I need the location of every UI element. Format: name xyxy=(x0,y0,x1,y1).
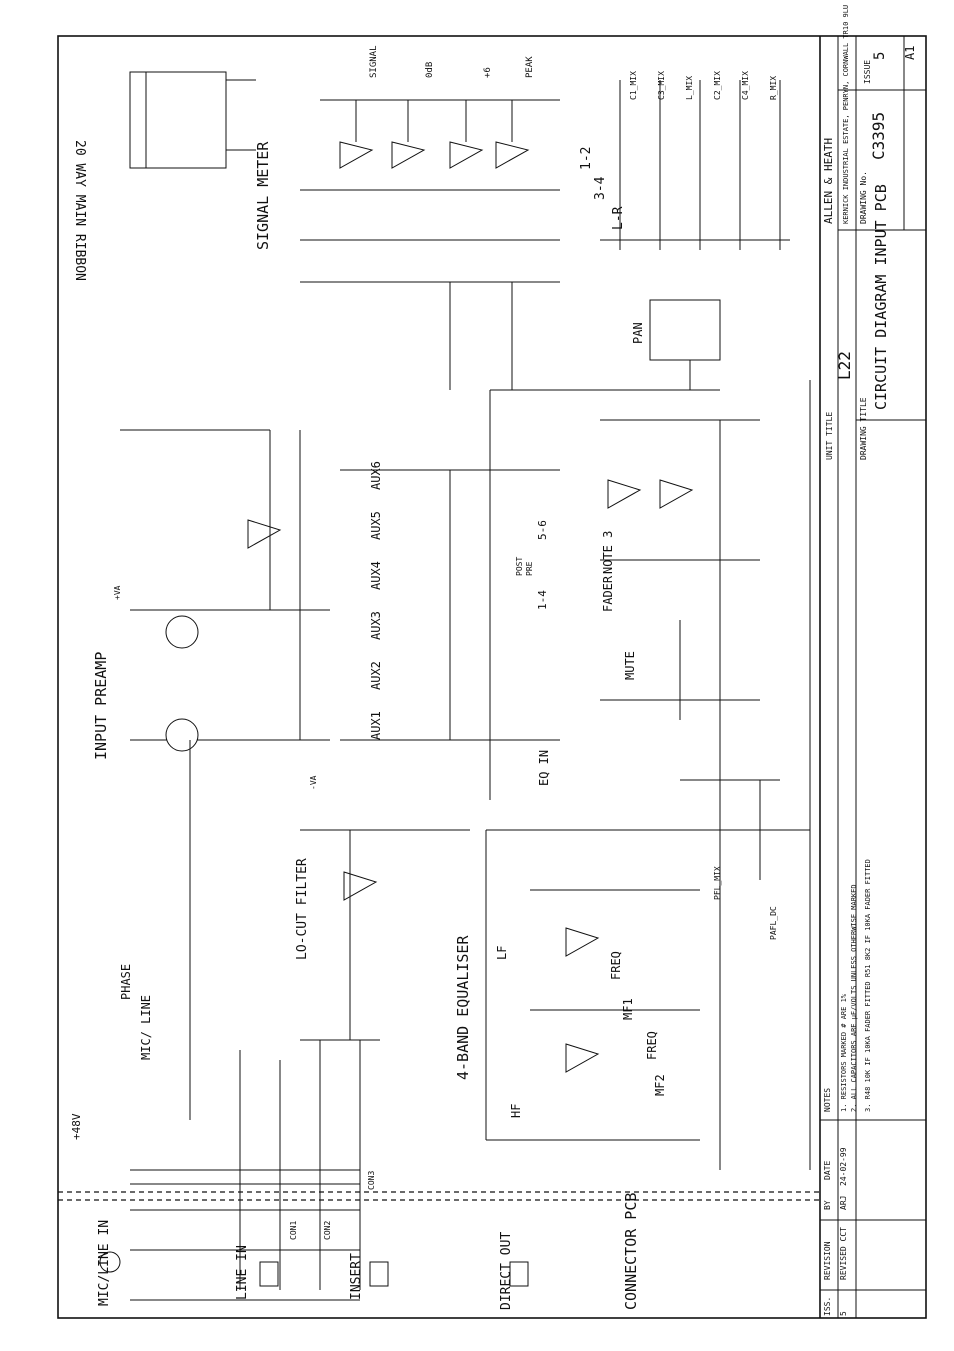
band-label-lf: LF xyxy=(495,946,509,960)
ribbon-signal-l: L_MIX xyxy=(685,76,694,100)
label-plus-va: +VA xyxy=(113,585,122,600)
aux-label-3: AUX3 xyxy=(369,611,383,640)
issue-label: ISSUE xyxy=(863,60,872,84)
company-name: ALLEN & HEATH xyxy=(822,138,835,224)
rev-row-date: 24-02-99 xyxy=(839,1147,848,1186)
mute-label: MUTE xyxy=(623,651,637,680)
sheet-size: A1 xyxy=(903,46,917,60)
lo-cut-filter-label: LO-CUT FILTER xyxy=(295,858,310,960)
input-preamp-circuit xyxy=(120,429,330,1120)
title-block xyxy=(819,36,926,1318)
rev-header-by: BY xyxy=(823,1200,832,1210)
rev-header-revision: REVISION xyxy=(823,1241,832,1280)
aux-label-4: AUX4 xyxy=(369,561,383,590)
bus-label-3-4: 3-4 xyxy=(593,176,608,200)
aux-label-1: AUX1 xyxy=(369,711,383,740)
ribbon-signal-c4: C4_MIX xyxy=(741,71,750,100)
aux-switch-1-4: 1-4 xyxy=(536,590,549,610)
bus-label-l-r: L-R xyxy=(611,206,626,230)
note-2: 2. ALL CAPACITORS ARE µF/VOLTS UNLESS OT… xyxy=(850,884,858,1112)
led-label-signal: SIGNAL xyxy=(369,45,379,78)
note3-label: NOTE 3 xyxy=(601,531,615,574)
led-label-0db: 0dB xyxy=(425,62,435,78)
label-pafl-dc: PAFL_DC xyxy=(769,906,778,940)
aux-switch-5-6: 5-6 xyxy=(536,520,549,540)
lo-cut-filter-circuit xyxy=(300,829,470,1041)
aux-sends-circuit xyxy=(340,389,720,800)
main-ribbon-connector xyxy=(129,71,256,169)
aux-switch-pre: PRE xyxy=(525,561,534,576)
rev-row-iss: 5 xyxy=(839,1311,848,1316)
aux-label-6: AUX6 xyxy=(369,461,383,490)
drawing-title-label: DRAWING TITLE xyxy=(859,397,868,460)
ribbon-signal-r: R_MIX xyxy=(769,76,778,100)
drawing-title: CIRCUIT DIAGRAM INPUT PCB xyxy=(872,184,890,410)
band-label-freq-1: FREQ xyxy=(609,951,623,980)
ribbon-signal-c1: C1_MIX xyxy=(629,71,638,100)
unit-title: L22 xyxy=(835,351,854,380)
label-minus-va: -VA xyxy=(309,775,318,790)
band-label-freq-2: FREQ xyxy=(645,1031,659,1060)
issue-number: 5 xyxy=(872,52,888,60)
label-con3: CON3 xyxy=(367,1171,376,1190)
eq-in-label: EQ IN xyxy=(537,750,551,786)
note-3: 3. R48 10K IF 10KA FADER FITTED R51 8K2 … xyxy=(864,859,872,1112)
led-label-peak: PEAK xyxy=(525,56,535,78)
equaliser-circuit xyxy=(485,380,811,1170)
main-ribbon-label: 20 WAY MAIN RIBBON xyxy=(72,140,87,281)
rev-header-date: DATE xyxy=(823,1161,832,1180)
label-pfl-mix: PFL_MIX xyxy=(713,866,722,900)
ribbon-signal-c2: C2_MIX xyxy=(713,71,722,100)
rev-header-iss: ISS. xyxy=(823,1297,832,1316)
direct-out-label: DIRECT OUT xyxy=(499,1232,514,1310)
unit-title-label: UNIT TITLE xyxy=(825,412,834,460)
connector-pcb-label: CONNECTOR PCB xyxy=(622,1193,640,1310)
input-preamp-label: INPUT PREAMP xyxy=(92,652,110,760)
drawing-no: C3395 xyxy=(869,112,888,160)
ribbon-signal-c3: C3_MIX xyxy=(657,71,666,100)
notes-label: NOTES xyxy=(823,1088,832,1112)
label-con1: CON1 xyxy=(289,1221,298,1240)
rev-row-by: ARJ xyxy=(839,1196,848,1210)
company-address: KERNICK INDUSTRIAL ESTATE, PENRYN, CORNW… xyxy=(842,5,850,224)
line-in-label: LINE IN xyxy=(235,1245,250,1300)
bus-label-1-2: 1-2 xyxy=(579,147,594,170)
sheet-border xyxy=(57,35,927,1319)
mic-line-switch-label: MIC/ LINE xyxy=(139,995,153,1060)
band-label-mf1: MF1 xyxy=(621,998,635,1020)
rev-row-revision: REVISED CCT xyxy=(839,1227,848,1280)
aux-label-5: AUX5 xyxy=(369,511,383,540)
signal-meter-circuit xyxy=(300,99,560,390)
label-48v: +48V xyxy=(70,1113,83,1140)
band-label-mf2: MF2 xyxy=(653,1074,667,1096)
pan-label: PAN xyxy=(631,322,645,344)
signal-meter-label: SIGNAL METER xyxy=(254,141,272,250)
fader-mute-circuit xyxy=(600,419,780,1170)
band-label-hf: HF xyxy=(509,1104,523,1118)
bus-routing xyxy=(600,80,790,390)
drawing-no-label: DRAWING No. xyxy=(859,171,868,224)
mic-line-in-label: MIC/LINE IN xyxy=(97,1220,112,1306)
phase-label: PHASE xyxy=(119,964,133,1000)
fader-label: FADER xyxy=(601,575,615,612)
insert-label: INSERT xyxy=(349,1253,364,1300)
aux-label-2: AUX2 xyxy=(369,661,383,690)
led-label-plus6: +6 xyxy=(483,67,493,78)
note-1: 1. RESISTORS MARKED # ARE 1% xyxy=(840,993,848,1112)
equaliser-label: 4-BAND EQUALISER xyxy=(454,935,472,1080)
label-con2: CON2 xyxy=(323,1221,332,1240)
aux-switch-post: POST xyxy=(515,557,524,576)
connector-pcb-wiring xyxy=(99,1040,529,1301)
